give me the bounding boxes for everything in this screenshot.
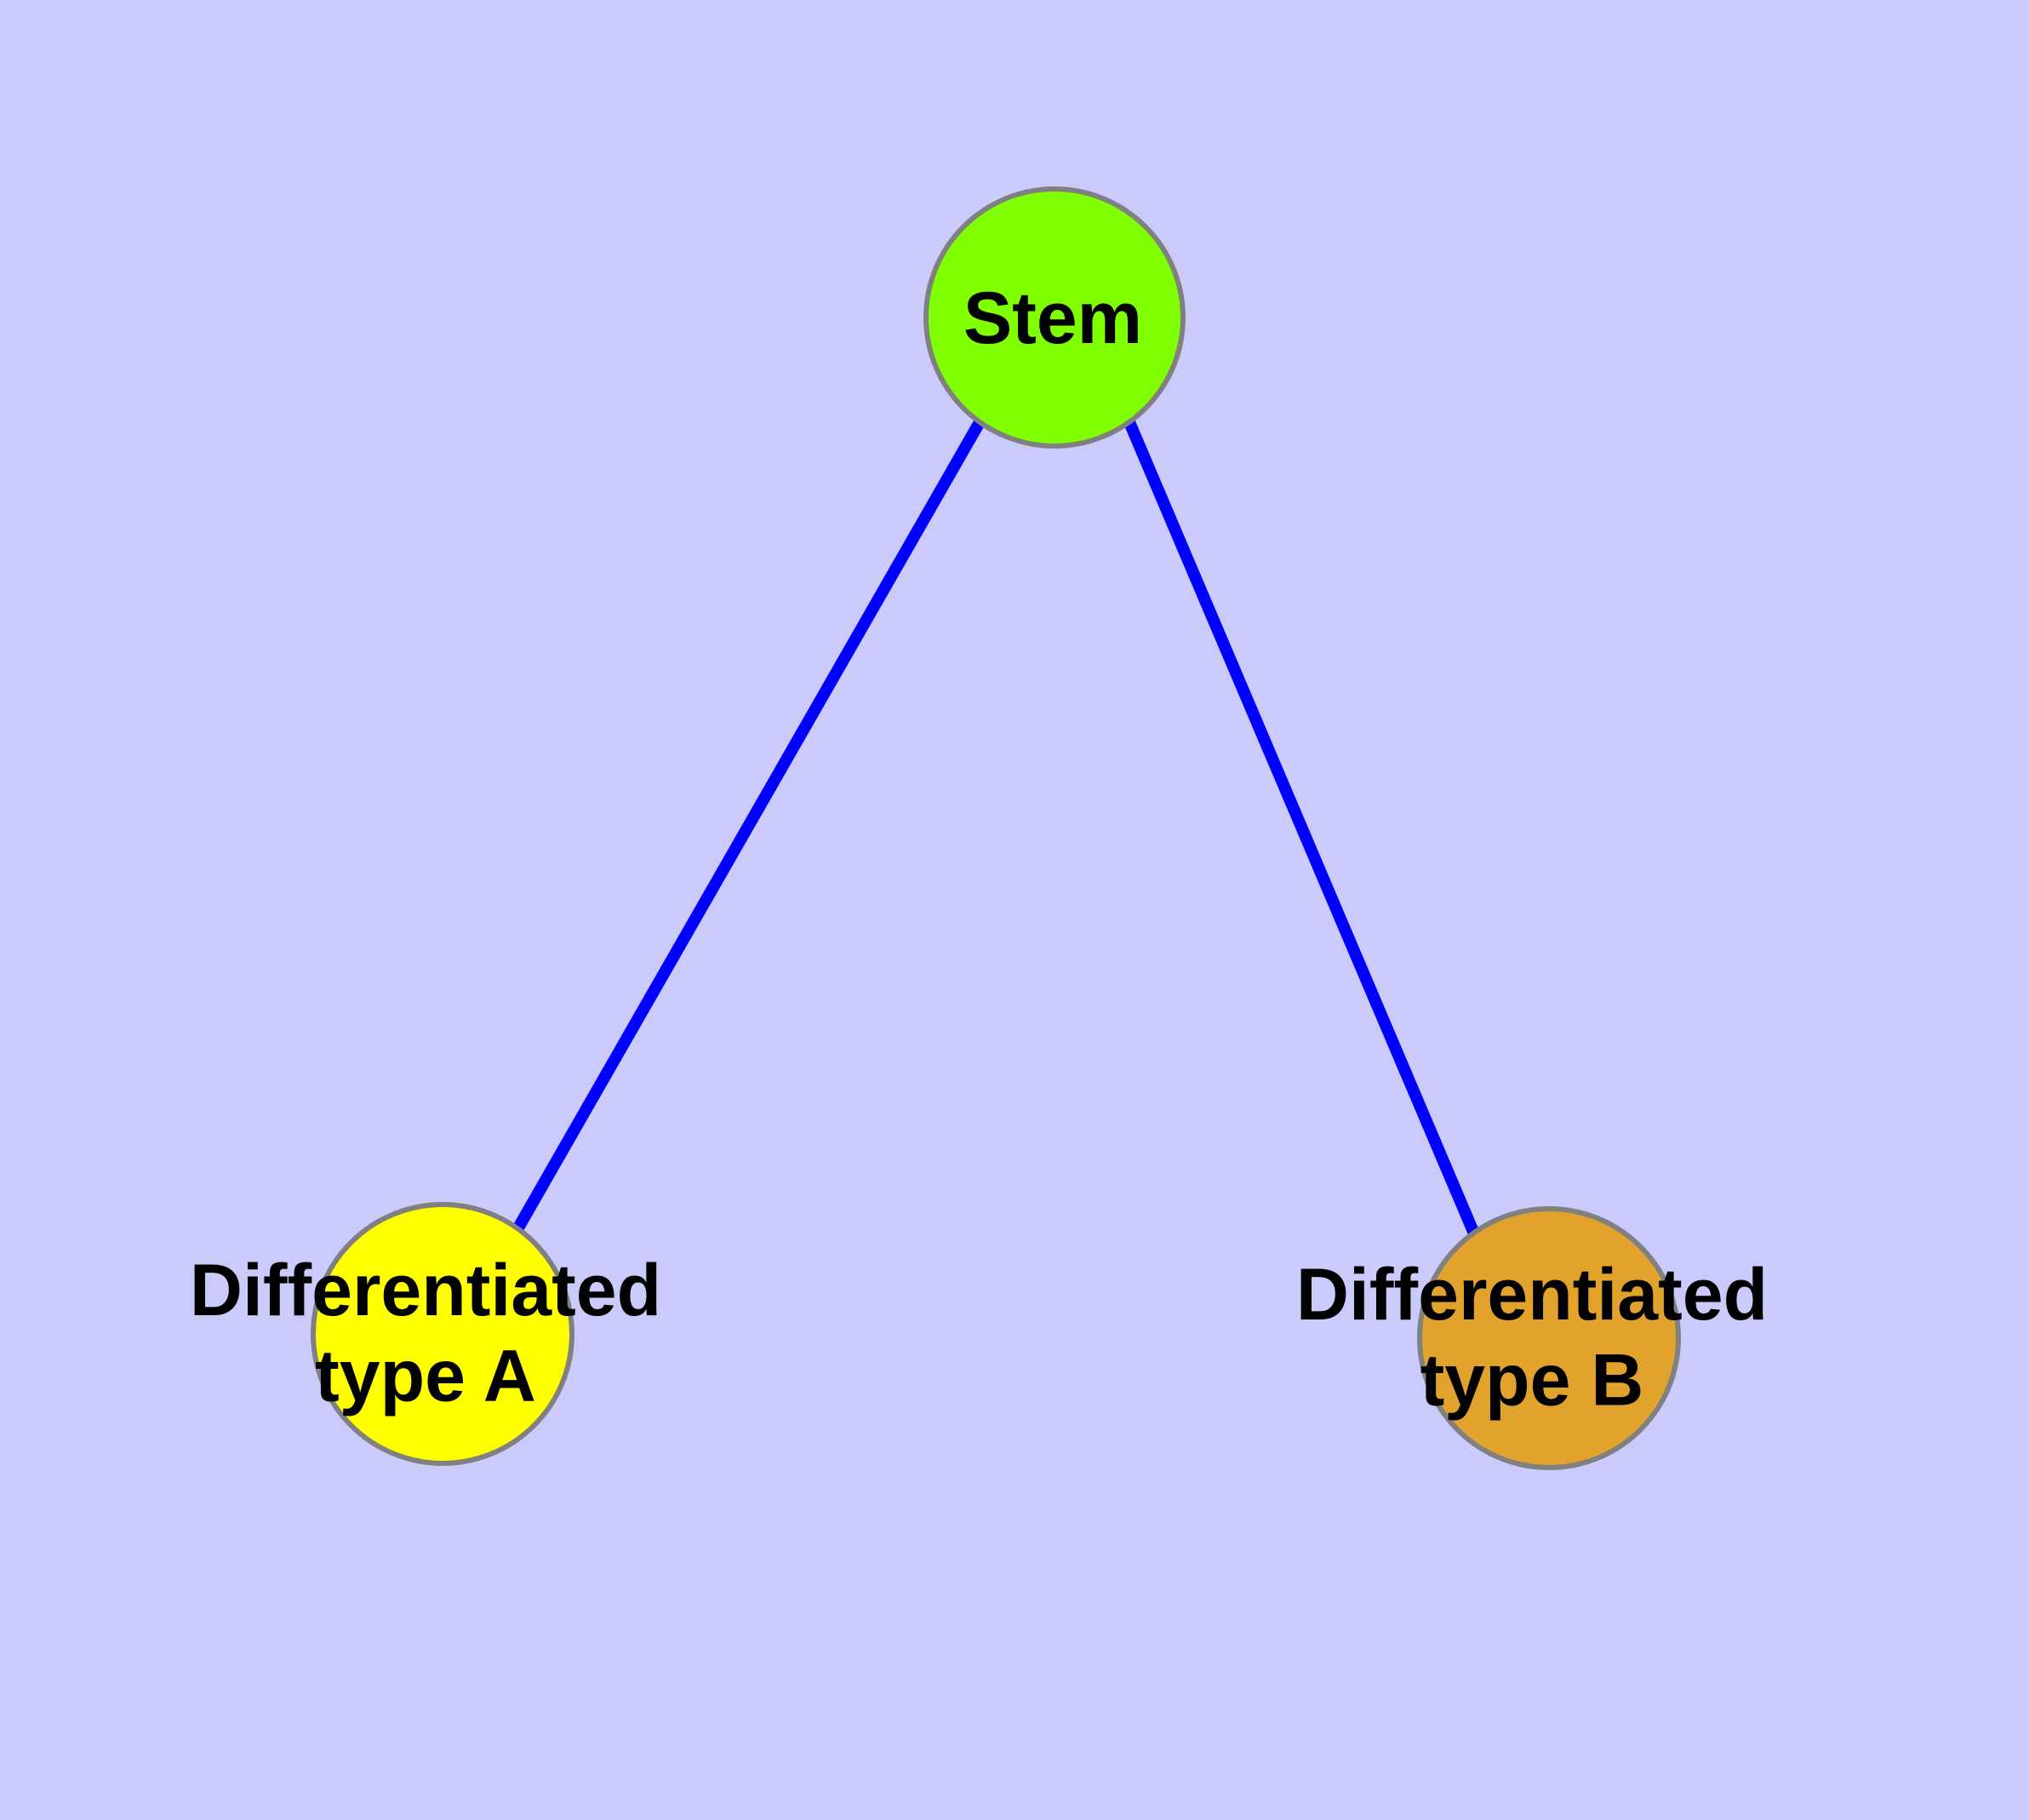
- nodes-layer: [311, 186, 1681, 1470]
- label-line: type A: [315, 1335, 536, 1417]
- graph-node-label-stem: Stem: [963, 278, 1142, 359]
- label-line: Differentiated: [190, 1250, 661, 1331]
- graph-node-diff_a[interactable]: [311, 1202, 574, 1466]
- graph-edge-stem-to-diff-a[interactable]: [512, 419, 986, 1233]
- graph-node-diff_b[interactable]: [1417, 1206, 1681, 1470]
- label-line: type B: [1420, 1339, 1644, 1421]
- label-line: Stem: [963, 278, 1142, 359]
- edges-layer: [512, 419, 1480, 1236]
- graph-edge-stem-to-diff-b[interactable]: [1123, 420, 1480, 1236]
- graph-node-stem[interactable]: [923, 186, 1186, 449]
- label-line: Differentiated: [1296, 1254, 1768, 1336]
